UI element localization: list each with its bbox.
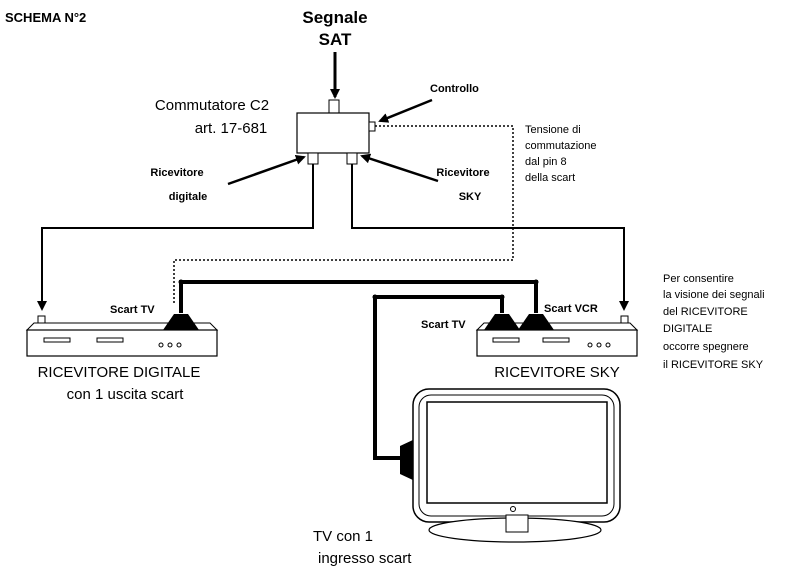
port-arrow-digital bbox=[227, 154, 306, 186]
diagram-title: SCHEMA N°2 bbox=[5, 10, 86, 25]
signal-label-line1: Segnale bbox=[302, 8, 367, 27]
voltage-note-line: dal pin 8 bbox=[525, 156, 567, 168]
receiver-sky-button bbox=[605, 342, 611, 348]
side-note: Per consentire la visione dei segnali de… bbox=[663, 273, 765, 371]
switch-sat-input-port bbox=[328, 99, 340, 114]
receiver-sky-body bbox=[476, 329, 638, 357]
port-label-sky-line2: SKY bbox=[459, 191, 482, 203]
receiver-sky-name: RICEVITORE SKY bbox=[494, 364, 620, 381]
port-arrow-sky bbox=[360, 153, 439, 183]
side-note-line: occorre spegnere bbox=[663, 341, 749, 353]
side-note-line: la visione dei segnali bbox=[663, 289, 765, 301]
control-arrow bbox=[378, 98, 433, 123]
switch-name: Commutatore C2 bbox=[155, 97, 269, 114]
switch-output-sky bbox=[346, 152, 358, 165]
receiver-sky-button bbox=[587, 342, 593, 348]
receiver-digital-body bbox=[26, 329, 218, 357]
tv-label-line2: ingresso scart bbox=[318, 550, 412, 567]
port-label-digital-line2: digitale bbox=[169, 191, 208, 203]
port-label-digital-line1: Ricevitore bbox=[150, 167, 203, 179]
tv-label-line1: TV con 1 bbox=[313, 528, 373, 545]
voltage-note-line: commutazione bbox=[525, 140, 597, 152]
receiver-digital-button bbox=[167, 342, 173, 348]
switch-article: art. 17-681 bbox=[195, 120, 268, 137]
switch-box bbox=[296, 112, 370, 154]
port-label-sky-line1: Ricevitore bbox=[436, 167, 489, 179]
side-note-line: del RICEVITORE bbox=[663, 306, 748, 318]
receiver-digital-name: RICEVITORE DIGITALE bbox=[38, 364, 201, 381]
scart-label-sky-vcr: Scart VCR bbox=[544, 303, 598, 315]
voltage-note-line: della scart bbox=[525, 172, 575, 184]
voltage-note: Tensione di commutazione dal pin 8 della… bbox=[525, 124, 597, 184]
receiver-digital-button bbox=[158, 342, 164, 348]
scart-connector-sky-tv bbox=[484, 314, 520, 330]
scart-junction bbox=[178, 279, 184, 285]
control-label: Controllo bbox=[430, 83, 479, 95]
scart-junction bbox=[499, 294, 505, 300]
scart-junction bbox=[533, 279, 539, 285]
receiver-sky-button bbox=[596, 342, 602, 348]
switch-control-port bbox=[368, 121, 376, 132]
scart-junction bbox=[372, 294, 378, 300]
receiver-digital-slot bbox=[43, 337, 71, 343]
receiver-digital-button bbox=[176, 342, 182, 348]
tv-screen bbox=[426, 401, 608, 504]
scart-connector-sky-vcr bbox=[518, 314, 554, 330]
receiver-digital-desc: con 1 uscita scart bbox=[67, 386, 185, 403]
switch-output-digital bbox=[307, 152, 319, 165]
receiver-sky-slot bbox=[542, 337, 570, 343]
tv-scart-connector bbox=[400, 439, 415, 481]
tv-power-led bbox=[510, 506, 516, 512]
tv-stand-neck bbox=[505, 514, 529, 533]
scart-label-digital-tv: Scart TV bbox=[110, 304, 155, 316]
coax-cable-digital bbox=[41, 164, 314, 306]
voltage-note-line: Tensione di bbox=[525, 124, 581, 136]
receiver-sky-slot bbox=[492, 337, 520, 343]
receiver-digital bbox=[25, 314, 219, 357]
side-note-line: Per consentire bbox=[663, 273, 734, 285]
signal-label-line2: SAT bbox=[319, 30, 352, 49]
television bbox=[400, 388, 621, 543]
receiver-sky bbox=[475, 314, 639, 357]
scart-cable-digital-to-sky bbox=[179, 280, 538, 313]
receiver-digital-slot bbox=[96, 337, 124, 343]
coax-plug-sky bbox=[620, 315, 629, 324]
coax-cable-sky bbox=[351, 164, 625, 306]
side-note-line: il RICEVITORE SKY bbox=[663, 359, 764, 371]
scart-label-sky-tv: Scart TV bbox=[421, 319, 466, 331]
coax-plug-digital bbox=[37, 315, 46, 324]
scart-connector-digital-tv bbox=[163, 314, 199, 330]
side-note-line: DIGITALE bbox=[663, 323, 712, 335]
control-voltage-line bbox=[173, 125, 514, 303]
